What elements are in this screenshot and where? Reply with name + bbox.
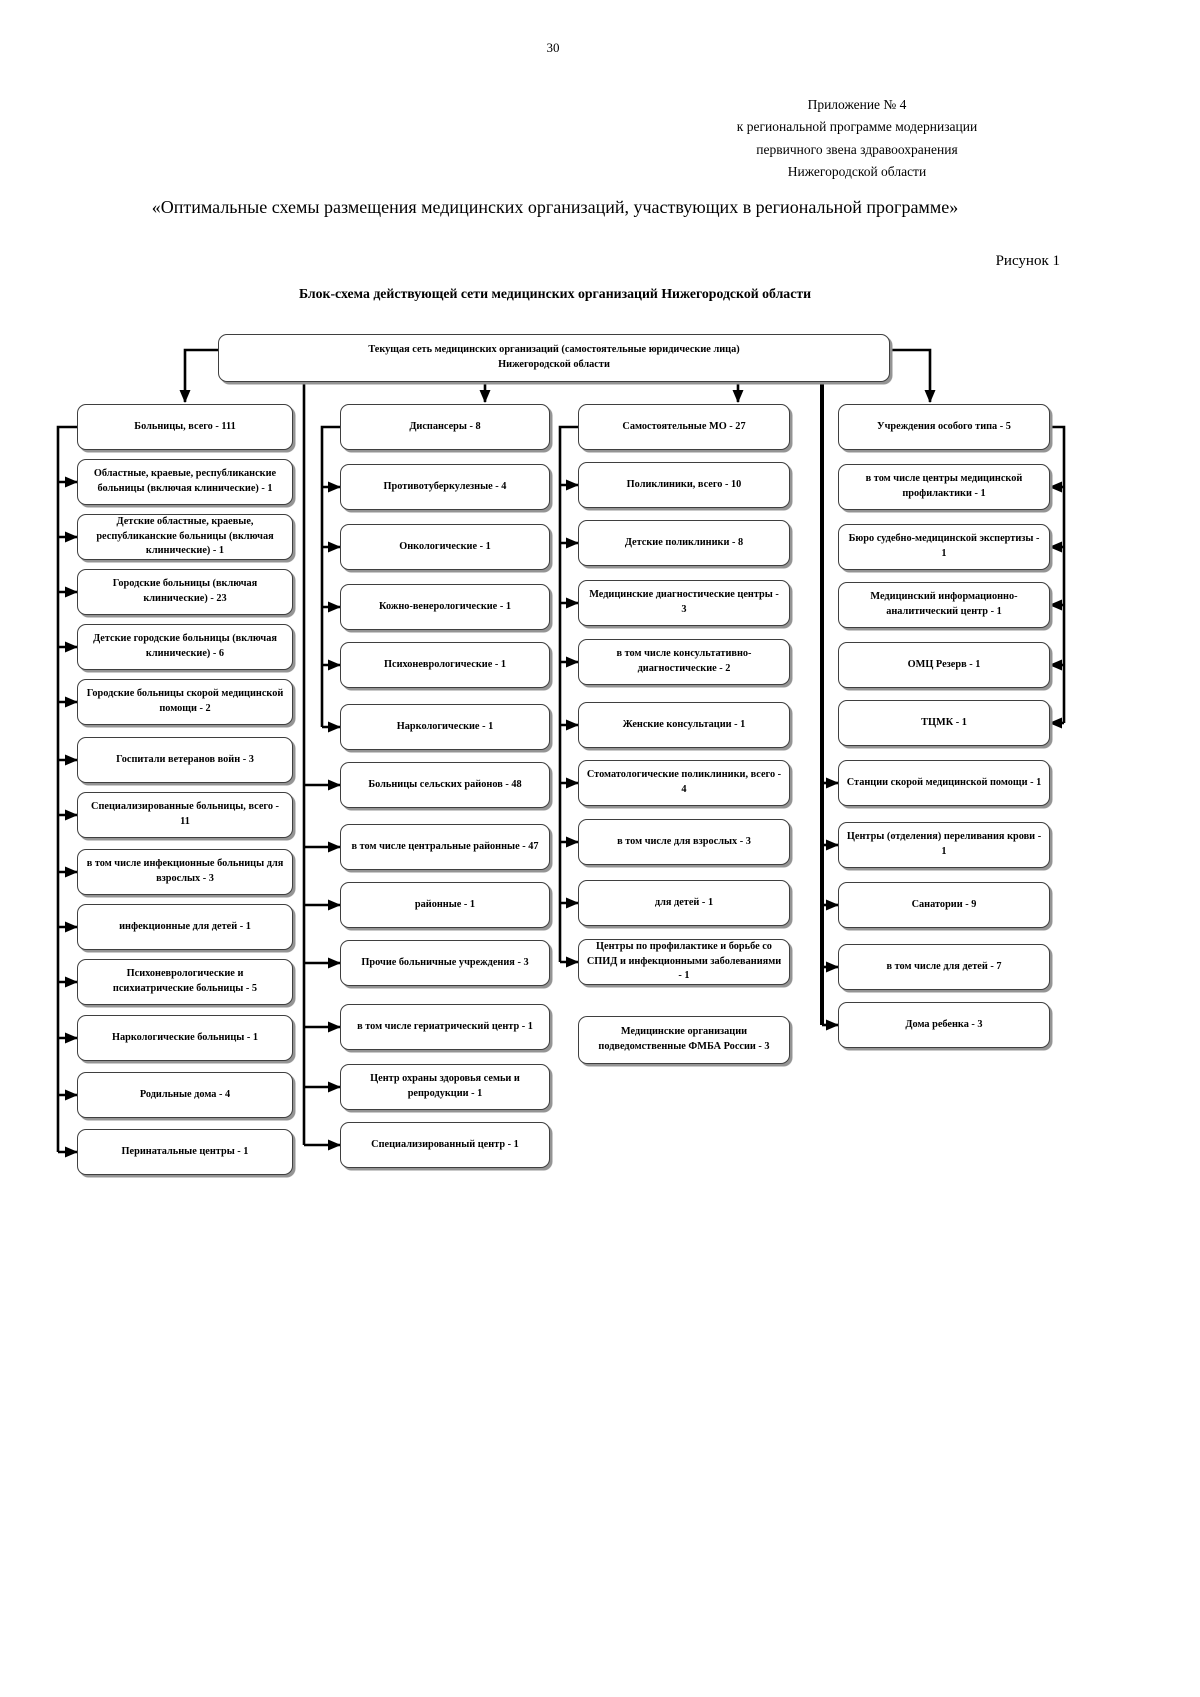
diagram-box: Противотуберкулезные - 4: [340, 464, 550, 510]
diagram-box: Медицинский информационно-аналитический …: [838, 582, 1050, 628]
connector: [1050, 425, 1066, 723]
appendix-block: Приложение № 4 к региональной программе м…: [697, 94, 1017, 183]
diagram-box: Наркологические больницы - 1: [77, 1015, 293, 1061]
diagram-box: Центры по профилактике и борьбе со СПИД …: [578, 939, 790, 985]
column-header-box: Больницы, всего - 111: [77, 404, 293, 450]
diagram-box: Бюро судебно-медицинской экспертизы - 1: [838, 524, 1050, 570]
diagram-box: Женские консультации - 1: [578, 702, 790, 748]
diagram-box: Городские больницы скорой медицинской по…: [77, 679, 293, 725]
diagram-title: Блок-схема действующей сети медицинских …: [298, 286, 812, 301]
document-title: «Оптимальные схемы размещения медицински…: [151, 197, 959, 217]
diagram-box: Кожно-венерологические - 1: [340, 584, 550, 630]
diagram-box: районные - 1: [340, 882, 550, 928]
diagram-box: Детские поликлиники - 8: [578, 520, 790, 566]
figure-label: Рисунок 1: [995, 253, 1060, 269]
diagram-box: Станции скорой медицинской помощи - 1: [838, 760, 1050, 806]
column-header-box: Самостоятельные МО - 27: [578, 404, 790, 450]
appendix-line: первичного звена здравоохранения: [756, 141, 958, 157]
diagram-box: ОМЦ Резерв - 1: [838, 642, 1050, 688]
standalone-box: Медицинские организации подведомственные…: [578, 1016, 790, 1064]
diagram-box: в том числе для детей - 7: [838, 944, 1050, 990]
diagram-box: Прочие больничные учреждения - 3: [340, 940, 550, 986]
diagram-box: в том числе для взрослых - 3: [578, 819, 790, 865]
appendix-line: к региональной программе модернизации: [736, 119, 978, 135]
diagram-box: Перинатальные центры - 1: [77, 1129, 293, 1175]
diagram-box: Областные, краевые, республиканские боль…: [77, 459, 293, 505]
diagram-box: Детские городские больницы (включая клин…: [77, 624, 293, 670]
root-box: Текущая сеть медицинских организаций (са…: [218, 334, 890, 382]
appendix-line: Приложение № 4: [807, 97, 907, 112]
appendix-line: Нижегородской области: [787, 163, 927, 179]
connector: [179, 348, 218, 403]
diagram-box: Городские больницы (включая клинические)…: [77, 569, 293, 615]
diagram-box: в том числе гериатрический центр - 1: [340, 1004, 550, 1050]
diagram-box: в том числе консультативно-диагностическ…: [578, 639, 790, 685]
connector: [320, 425, 340, 727]
diagram-box: Психоневрологические - 1: [340, 642, 550, 688]
diagram-box: Госпитали ветеранов войн - 3: [77, 737, 293, 783]
diagram-box: в том числе инфекционные больницы для вз…: [77, 849, 293, 895]
page-number: 30: [546, 40, 560, 55]
connector: [56, 425, 77, 1152]
diagram-box: Детские областные, краевые, республиканс…: [77, 514, 293, 560]
connector: [890, 348, 936, 403]
diagram-box: Больницы сельских районов - 48: [340, 762, 550, 808]
diagram-box: Наркологические - 1: [340, 704, 550, 750]
diagram-box: в том числе центры медицинской профилакт…: [838, 464, 1050, 510]
diagram-box: ТЦМК - 1: [838, 700, 1050, 746]
diagram-box: для детей - 1: [578, 880, 790, 926]
diagram-box: Медицинские диагностические центры - 3: [578, 580, 790, 626]
diagram-box: Онкологические - 1: [340, 524, 550, 570]
diagram-box: Психоневрологические и психиатрические б…: [77, 959, 293, 1005]
diagram-box: в том числе центральные районные - 47: [340, 824, 550, 870]
diagram-box: Специализированные больницы, всего - 11: [77, 792, 293, 838]
diagram-box: Стоматологические поликлиники, всего - 4: [578, 760, 790, 806]
diagram-box: Центр охраны здоровья семьи и репродукци…: [340, 1064, 550, 1110]
diagram-box: Дома ребенка - 3: [838, 1002, 1050, 1048]
diagram-box: Центры (отделения) переливания крови - 1: [838, 822, 1050, 868]
diagram-box: Поликлиники, всего - 10: [578, 462, 790, 508]
diagram-box: Родильные дома - 4: [77, 1072, 293, 1118]
diagram-box: Санатории - 9: [838, 882, 1050, 928]
column-header-box: Диспансеры - 8: [340, 404, 550, 450]
connector: [558, 425, 578, 962]
diagram-box: Специализированный центр - 1: [340, 1122, 550, 1168]
column-header-box: Учреждения особого типа - 5: [838, 404, 1050, 450]
diagram-box: инфекционные для детей - 1: [77, 904, 293, 950]
